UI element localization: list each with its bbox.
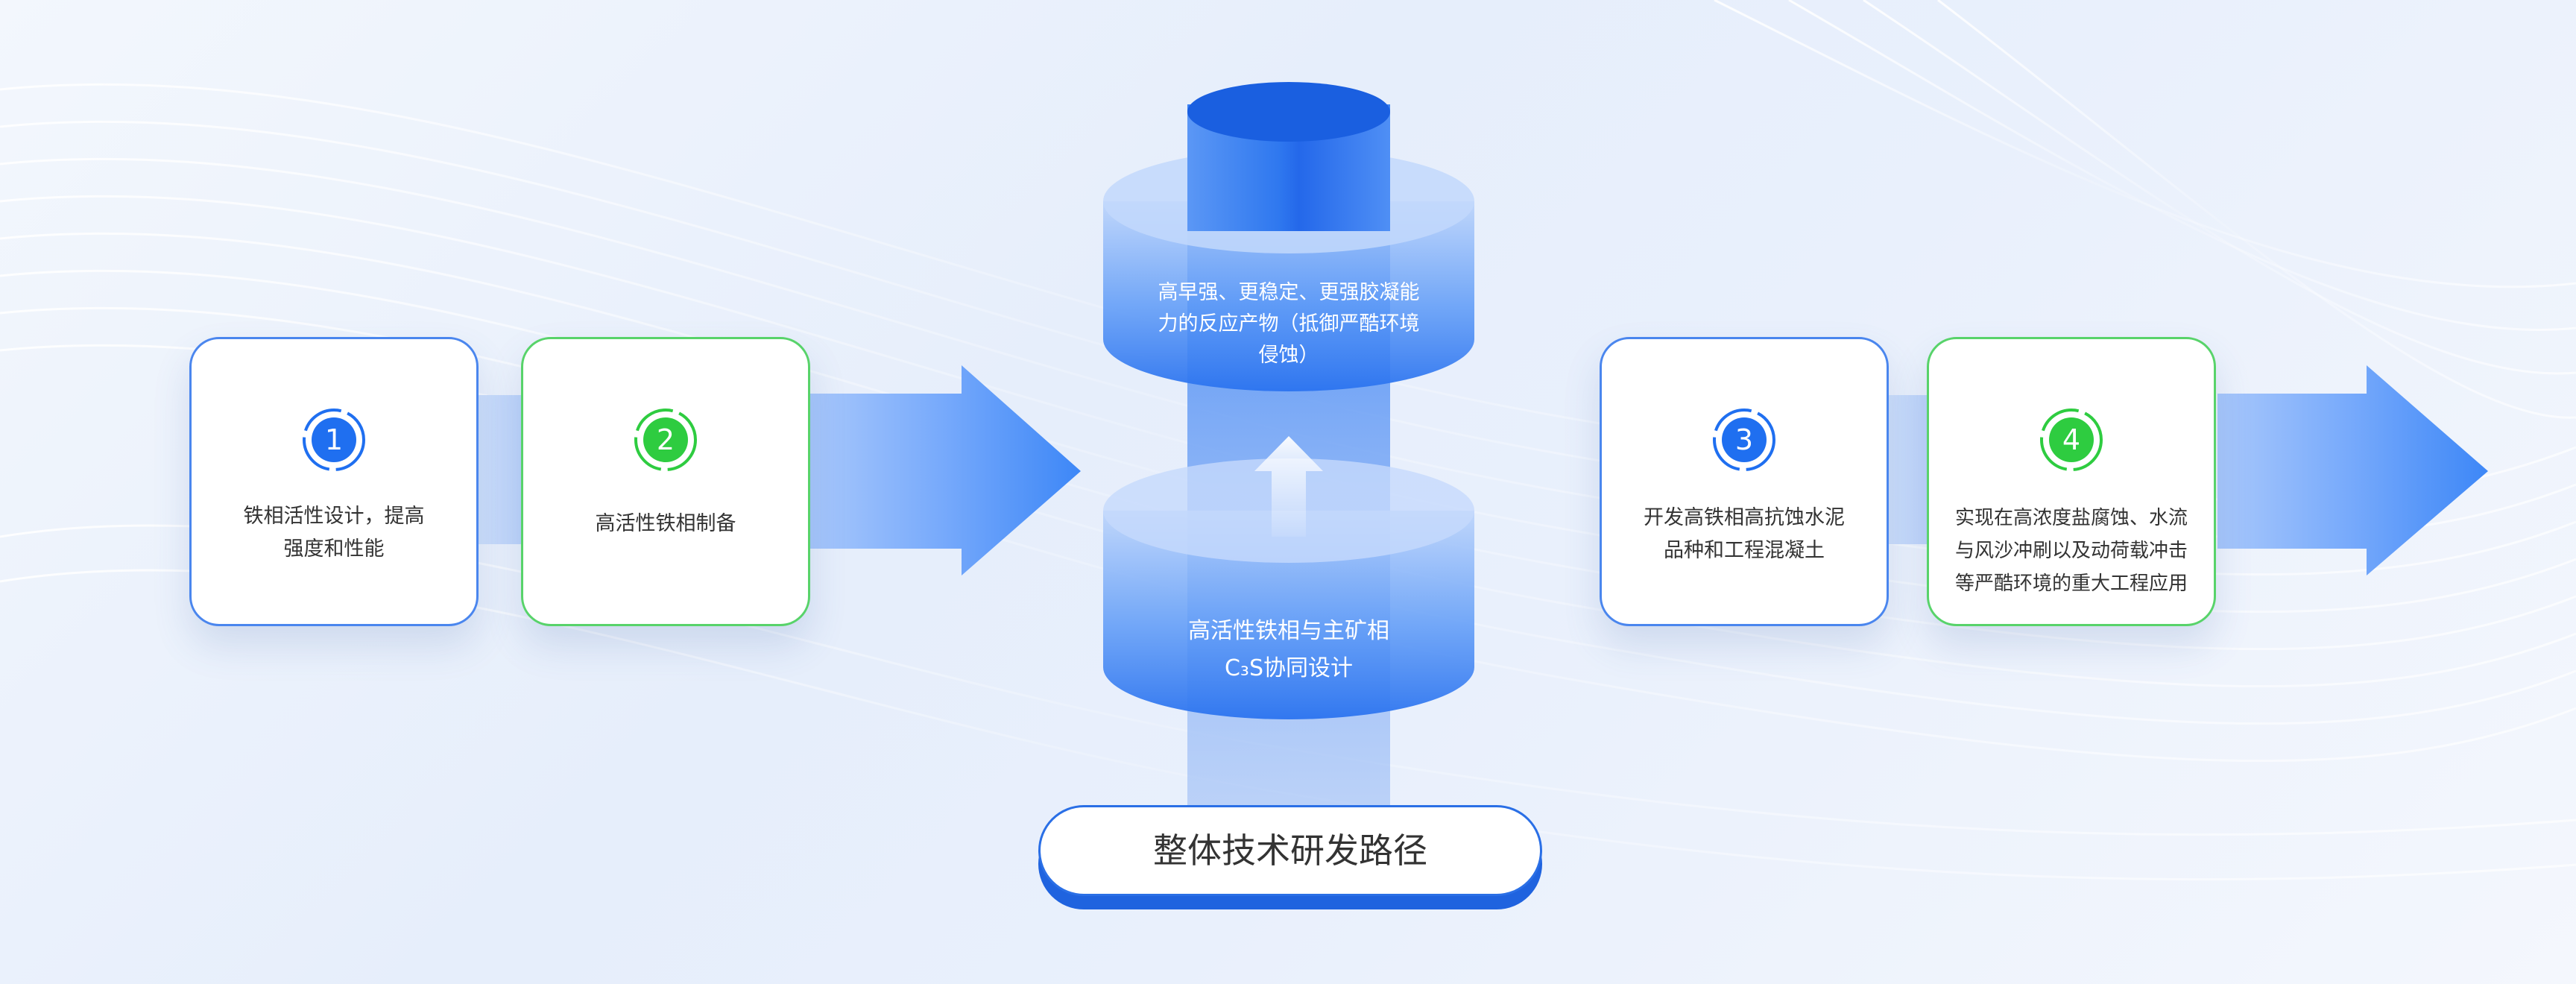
step-number: 4 — [2062, 423, 2081, 456]
step-text: 开发高铁相高抗蚀水泥 品种和工程混凝土 — [1632, 502, 1857, 567]
step-text-line: 高活性铁相制备 — [595, 512, 736, 535]
badge-ring-icon — [303, 409, 365, 471]
step-number: 3 — [1734, 423, 1754, 456]
step-text-line: 开发高铁相高抗蚀水泥 — [1644, 506, 1845, 529]
upper-cylinder-line: 力的反应产物（抵御严酷环境 — [1158, 312, 1420, 335]
step-text-line: 实现在高浓度盐腐蚀、水流 — [1954, 507, 2188, 529]
step-text: 高活性铁相制备 — [553, 508, 778, 540]
title-pill: 整体技术研发路径 — [1038, 805, 1542, 909]
step-card-4: 4 实现在高浓度盐腐蚀、水流 与风沙冲刷以及动荷载冲击 等严酷环境的重大工程应用 — [1927, 337, 2216, 626]
step-text: 铁相活性设计，提高 强度和性能 — [221, 500, 446, 566]
step-text: 实现在高浓度盐腐蚀、水流 与风沙冲刷以及动荷载冲击 等严酷环境的重大工程应用 — [1947, 502, 2196, 600]
step-text-line: 铁相活性设计，提高 — [243, 505, 425, 528]
lower-cylinder-label: 高活性铁相与主矿相 C₃S协同设计 — [1139, 613, 1439, 687]
step-card-2: 2 高活性铁相制备 — [521, 337, 810, 626]
right-arrow-icon — [809, 365, 1081, 575]
connector-1-2 — [477, 395, 522, 544]
badge-ring-icon — [1713, 409, 1775, 471]
upper-cylinder-line: 侵蚀） — [1258, 344, 1319, 367]
badge-ring-icon — [2040, 409, 2103, 471]
step-badge-1: 1 — [300, 406, 367, 473]
step-card-1: 1 铁相活性设计，提高 强度和性能 — [189, 337, 479, 626]
upper-cylinder-line: 高早强、更稳定、更强胶凝能 — [1158, 281, 1420, 304]
step-text-line: 与风沙冲刷以及动荷载冲击 — [1954, 540, 2188, 562]
step-badge-3: 3 — [1711, 406, 1778, 473]
shaft-top-cap — [1187, 82, 1390, 142]
lower-cylinder-line: 高活性铁相与主矿相 — [1188, 618, 1389, 644]
step-number: 2 — [656, 423, 675, 456]
step-card-3: 3 开发高铁相高抗蚀水泥 品种和工程混凝土 — [1600, 337, 1889, 626]
step-badge-2: 2 — [632, 406, 699, 473]
connector-3-4 — [1886, 395, 1931, 544]
step-text-line: 等严酷环境的重大工程应用 — [1954, 573, 2188, 595]
lower-cylinder-line: C₃S协同设计 — [1224, 655, 1354, 681]
upper-cylinder-label: 高早强、更稳定、更强胶凝能 力的反应产物（抵御严酷环境 侵蚀） — [1139, 277, 1439, 371]
step-text-line: 品种和工程混凝土 — [1664, 539, 1825, 562]
step-badge-4: 4 — [2038, 406, 2105, 473]
step-number: 1 — [324, 423, 344, 456]
lower-cylinder — [1103, 458, 1474, 719]
step-text-line: 强度和性能 — [283, 537, 385, 561]
right-arrow-icon — [2217, 365, 2488, 575]
up-arrow-icon — [1254, 436, 1323, 537]
diagram-title: 整体技术研发路径 — [1038, 805, 1542, 896]
badge-ring-icon — [634, 409, 697, 471]
